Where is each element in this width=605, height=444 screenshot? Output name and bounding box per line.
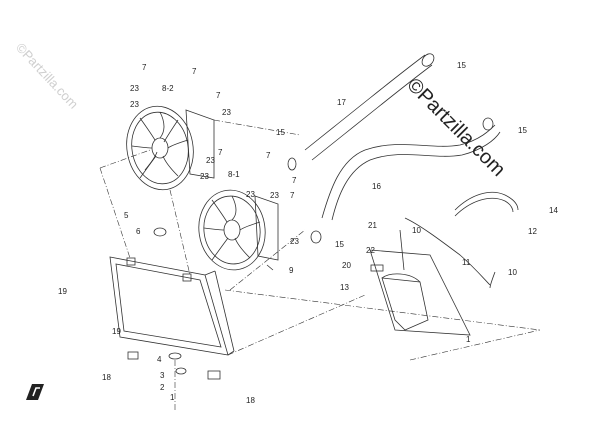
callout-4: 4: [157, 355, 162, 364]
callout-23f: 23: [246, 190, 255, 199]
hose-11: [404, 217, 496, 289]
callout-19a: 19: [58, 287, 67, 296]
callout-23e: 23: [200, 172, 209, 181]
callout-11: 11: [462, 258, 471, 267]
callout-23h: 23: [290, 237, 299, 246]
callout-21: 21: [368, 221, 377, 230]
callout-18b: 18: [246, 396, 255, 405]
callout-22: 22: [366, 246, 375, 255]
callout-20: 20: [342, 261, 351, 270]
callout-7f: 7: [292, 176, 297, 185]
callout-7d: 7: [218, 148, 223, 157]
small-parts: [127, 227, 405, 380]
callout-7g: 7: [290, 191, 295, 200]
callout-23d: 23: [206, 156, 215, 165]
hose-clamps: [287, 117, 494, 244]
callout-15a: 15: [276, 128, 285, 137]
callout-15c: 15: [518, 126, 527, 135]
coolant-reservoir: [369, 249, 471, 336]
callout-8-1: 8-1: [228, 170, 240, 179]
callout-16: 16: [372, 182, 381, 191]
leader-lines: [99, 119, 541, 410]
callout-17: 17: [337, 98, 346, 107]
callout-5: 5: [124, 211, 129, 220]
upper-fan: [126, 105, 215, 191]
callout-23c: 23: [130, 100, 139, 109]
callout-3: 3: [160, 371, 165, 380]
hose-17: [304, 53, 435, 161]
callout-10b: 10: [508, 268, 517, 277]
hose-14: [454, 191, 519, 217]
callout-7a: 7: [142, 63, 147, 72]
callout-8-2: 8-2: [162, 84, 174, 93]
callout-1a: 1: [170, 393, 175, 402]
callout-23b: 23: [222, 108, 231, 117]
callout-12: 12: [528, 227, 537, 236]
callout-labels: 7 23 8-2 7 7 23 23 7 23 23 8-1 7 23 7 7 …: [58, 61, 558, 405]
brand-logo-icon: [26, 384, 44, 400]
callout-7e: 7: [266, 151, 271, 160]
callout-9: 9: [289, 266, 294, 275]
callout-7c: 7: [216, 91, 221, 100]
callout-15d: 15: [335, 240, 344, 249]
callout-23a: 23: [130, 84, 139, 93]
callout-23g: 23: [270, 191, 279, 200]
callout-14: 14: [549, 206, 558, 215]
callout-2: 2: [160, 383, 165, 392]
hose-16: [321, 124, 501, 221]
callout-7b: 7: [192, 67, 197, 76]
callout-19b: 19: [112, 327, 121, 336]
callout-6: 6: [136, 227, 141, 236]
radiator: [109, 256, 235, 356]
callout-18a: 18: [102, 373, 111, 382]
callout-13: 13: [340, 283, 349, 292]
callout-15b: 15: [457, 61, 466, 70]
lower-fan: [198, 189, 279, 271]
callout-10a: 10: [412, 226, 421, 235]
callout-1b: 1: [466, 335, 471, 344]
